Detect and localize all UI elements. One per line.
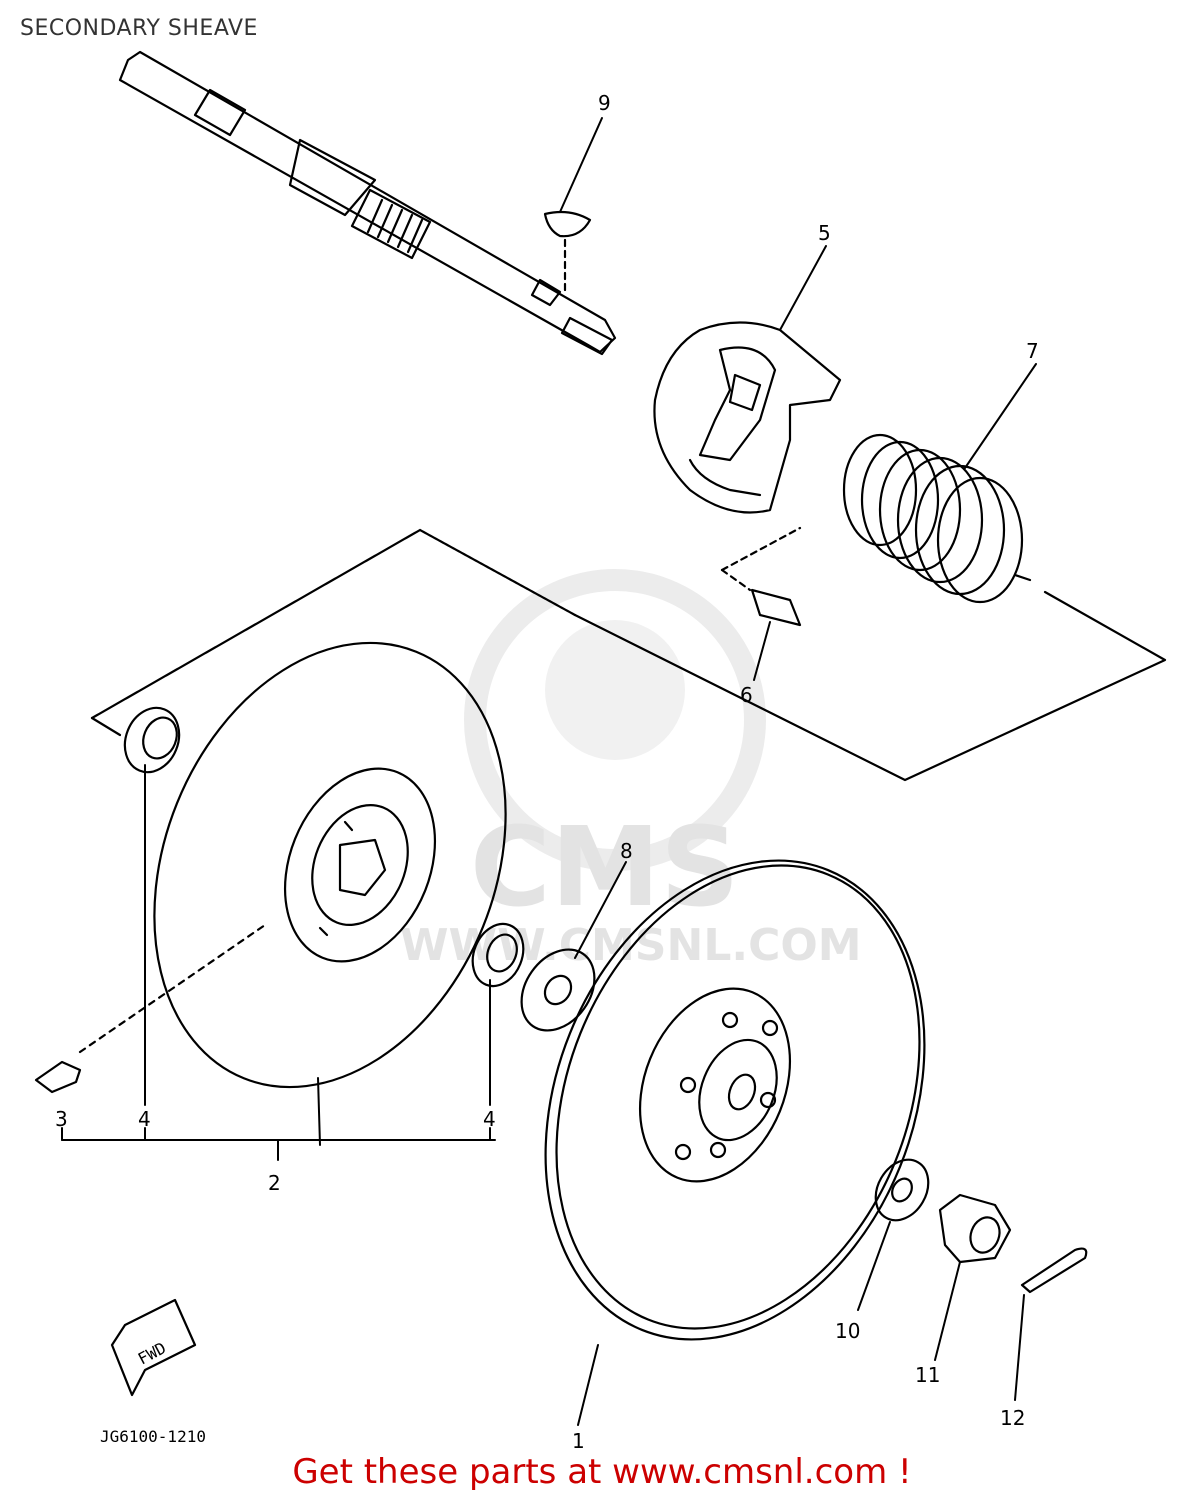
- callout-3: 3: [55, 1107, 68, 1131]
- callout-4-lower: 4: [483, 1107, 496, 1131]
- fixed-sheave: [153, 641, 507, 1089]
- washer: [520, 948, 596, 1032]
- exploded-parts-diagram: CMS WWW.CMSNL.COM: [34, 50, 1167, 1450]
- castle-nut: [938, 1193, 1012, 1264]
- callout-1: 1: [572, 1429, 585, 1450]
- callout-10: 10: [835, 1319, 860, 1343]
- plug: [34, 923, 267, 1094]
- footer-parts-link[interactable]: Get these parts at www.cmsnl.com !: [292, 1452, 912, 1492]
- woodruff-key: [543, 210, 592, 292]
- sliding-sheave: [544, 859, 926, 1341]
- assembly-boundary: [90, 528, 1167, 782]
- callout-7: 7: [1026, 339, 1039, 363]
- oil-seal-upper: [123, 706, 181, 774]
- watermark: CMS WWW.CMSNL.COM: [400, 569, 862, 971]
- callout-11: 11: [915, 1363, 940, 1387]
- drawing-code: JG6100-1210: [100, 1427, 206, 1446]
- watermark-brand: CMS: [470, 803, 739, 931]
- oil-seal-lower: [471, 922, 525, 988]
- leader-lines: [61, 117, 1037, 1426]
- callout-6: 6: [740, 683, 753, 707]
- callout-12: 12: [1000, 1406, 1025, 1430]
- shaft: [118, 50, 617, 356]
- cotter-pin: [1020, 1247, 1088, 1294]
- callout-9: 9: [598, 91, 611, 115]
- page-title: SECONDARY SHEAVE: [20, 16, 258, 41]
- callout-4-upper: 4: [138, 1107, 151, 1131]
- watermark-url: WWW.CMSNL.COM: [400, 920, 862, 971]
- callout-2: 2: [268, 1171, 281, 1195]
- compression-spring: [842, 433, 1032, 604]
- slider: [720, 526, 802, 627]
- torque-cam: [653, 321, 842, 514]
- callout-5: 5: [818, 221, 831, 245]
- callout-8: 8: [620, 839, 633, 863]
- fwd-label: FWD: [135, 1338, 169, 1368]
- callout-labels: 1 2 3 4 4 5 6 7 8 9 10 11 12 FWD JG6100-…: [55, 91, 1039, 1450]
- plain-washer: [874, 1158, 930, 1222]
- forward-arrow-icon: [110, 1298, 197, 1397]
